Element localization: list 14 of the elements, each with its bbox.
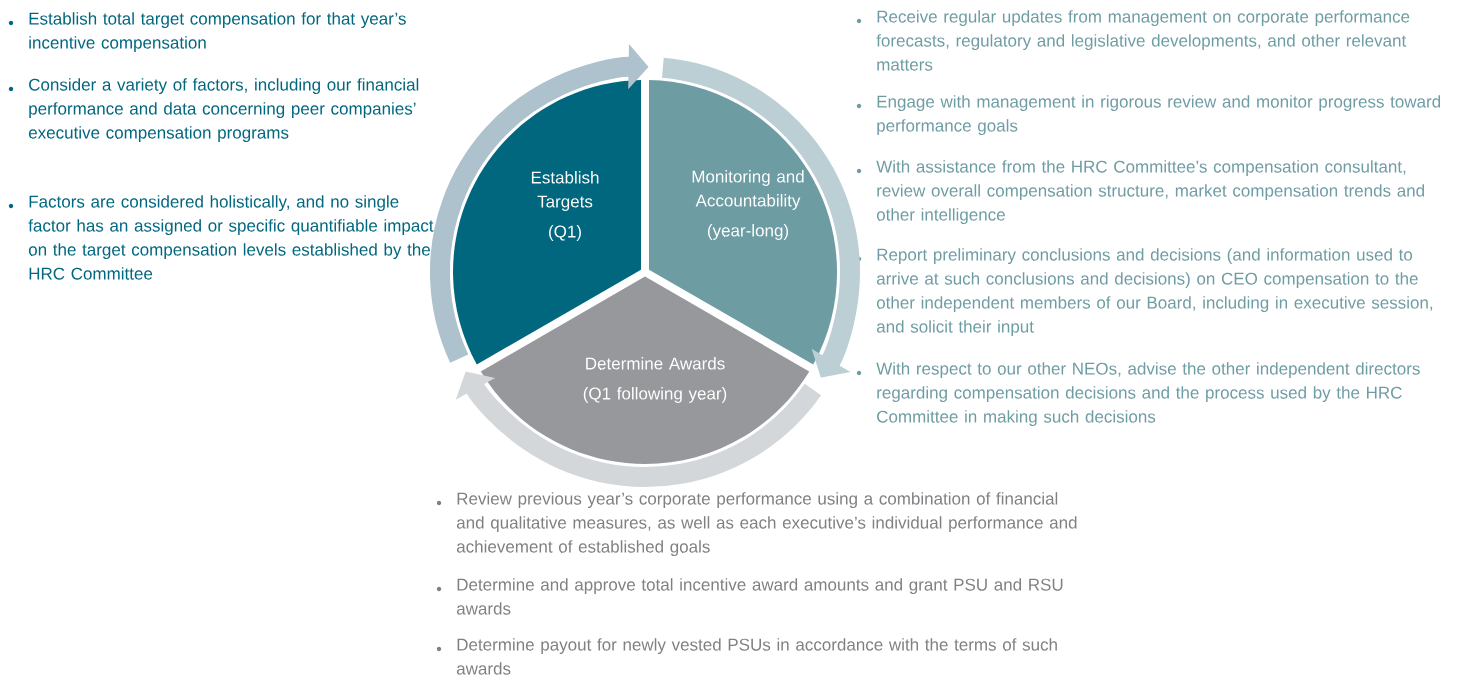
curved-arrow [455,371,821,487]
bullet-text: Engage with management in rigorous review and monitor progress toward performance goals [877,95,1441,136]
bullet-text: Determine payout for newly vested PSUs in accordance with the terms of such awards [456,638,1057,675]
bullet-text: With assistance from the HRC Committee’s compensation consultant, review overall compensation structure, market compensation trends and other intelligence [876,160,1424,225]
bullet-text: Factors are considered holistically, and no single factor has an assigned or specific quantifiable impact on the target compensation levels established by the HRC Committee [28,195,434,280]
bullet-text: Consider a variety of factors, including our financial performance and data concerning peer companies’ executive compensation programs [28,78,419,143]
bullet-text: With respect to our other NEOs, advise the other independent directors regarding compensation decisions and the process used by the HRC Committee in making such decisions [876,362,1420,427]
bullet-text: Determine and approve total incentive award amounts and grant PSU and RSU awards [456,578,1063,615]
curved-arrow [661,57,860,378]
bullet-text: Review previous year’s corporate performance using a combination of financial and qualitative measures, as well as each executive’s individual performance and achievement of established goals [456,492,1077,557]
bullet-text: Establish total target compensation for that year’s incentive compensation [29,12,406,53]
bullet-text: Receive regular updates from management on corporate performance forecasts, regulatory and legislative developments, and other relevant matters [876,10,1410,71]
sector: Determine Awards (Q1 following year) [480,276,810,464]
bullet-text: Report preliminary conclusions and decisions (and information used to arrive at such conclusions and decisions) on CEO compensation to the other independent members of our Board, including in executive session, and solicit their input [876,248,1433,337]
